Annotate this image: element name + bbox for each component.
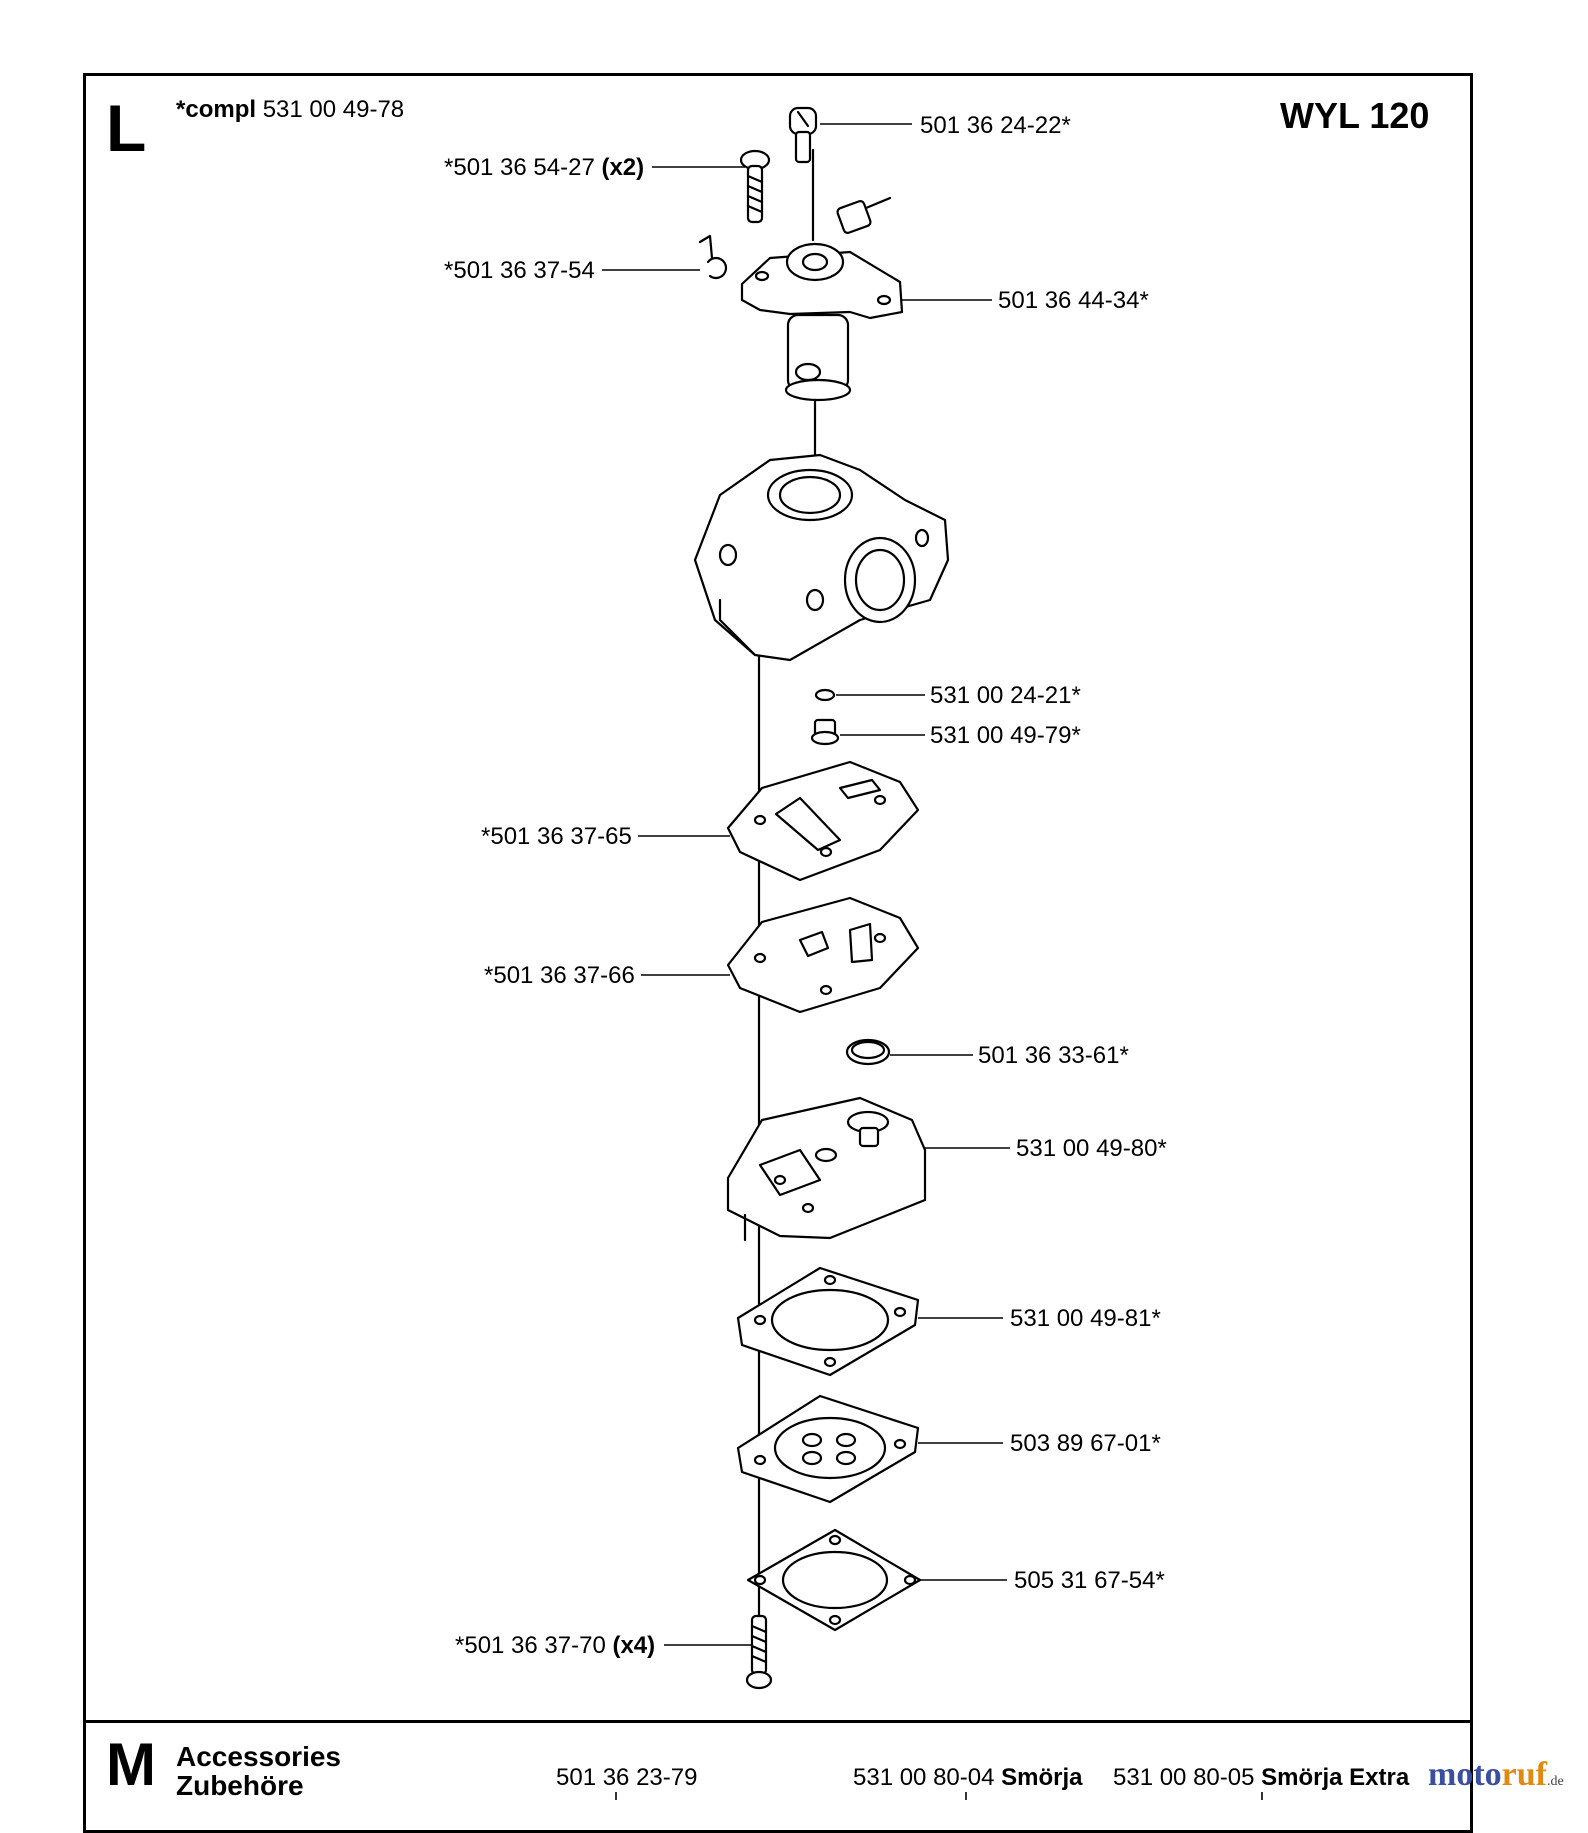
part-label: 531 00 49-79* xyxy=(930,722,1081,749)
screw-part xyxy=(739,149,771,224)
part-label: 531 00 49-81* xyxy=(1010,1305,1161,1332)
part-label: *501 36 37-70 (x4) xyxy=(455,1632,656,1659)
compl-prefix: *compl xyxy=(176,96,257,123)
diaphragm-part xyxy=(736,1394,920,1504)
part-label: 531 00 24-21* xyxy=(930,682,1081,709)
accessories-title-en: Accessories xyxy=(176,1741,342,1772)
accessory-item: 531 00 80-05 Smörja Extra xyxy=(1113,1764,1410,1791)
gasket-part xyxy=(736,1266,920,1377)
check-valve-part xyxy=(845,1038,891,1066)
cover-part xyxy=(746,1528,922,1632)
accessory-item: 531 00 80-04 Smörja xyxy=(853,1764,1083,1791)
carburetor-body-part xyxy=(693,453,950,662)
part-label: *501 36 54-27 (x2) xyxy=(444,154,645,181)
part-label: 501 36 24-22* xyxy=(920,112,1071,139)
accessories-title: Accessories Zubehöre xyxy=(176,1742,341,1801)
part-label: *501 36 37-54 xyxy=(444,257,595,284)
o-ring-part xyxy=(814,688,836,702)
screw-part xyxy=(745,1614,773,1690)
part-label: 531 00 49-80* xyxy=(1016,1135,1167,1162)
section-letter-l: L xyxy=(106,91,147,165)
throttle-housing-part xyxy=(740,196,904,402)
gasket-part xyxy=(726,896,920,1014)
part-label: 501 36 33-61* xyxy=(978,1042,1129,1069)
section-letter-m: M xyxy=(106,1731,156,1798)
pump-body-part xyxy=(726,1096,927,1242)
part-label: 503 89 67-01* xyxy=(1010,1430,1161,1457)
part-label: *501 36 37-65 xyxy=(481,823,632,850)
jet-part xyxy=(810,718,840,746)
part-label: 505 31 67-54* xyxy=(1014,1567,1165,1594)
compl-label: *compl 531 00 49-78 xyxy=(176,98,404,122)
gasket-part xyxy=(726,760,920,882)
model-name: WYL 120 xyxy=(1280,95,1430,136)
watermark-logo: motoruf.de xyxy=(1428,1756,1564,1793)
compl-number: 531 00 49-78 xyxy=(262,96,405,123)
section-divider xyxy=(83,1720,1473,1723)
needle-screw-part xyxy=(788,106,818,164)
accessories-title-de: Zubehöre xyxy=(176,1770,304,1802)
part-label: 501 36 44-34* xyxy=(998,287,1149,314)
part-label: *501 36 37-66 xyxy=(484,962,635,989)
clip-part xyxy=(698,234,728,280)
leader-lines xyxy=(602,123,1010,1646)
accessory-ticks xyxy=(615,1792,1263,1800)
accessory-item: 501 36 23-79 xyxy=(556,1764,698,1791)
